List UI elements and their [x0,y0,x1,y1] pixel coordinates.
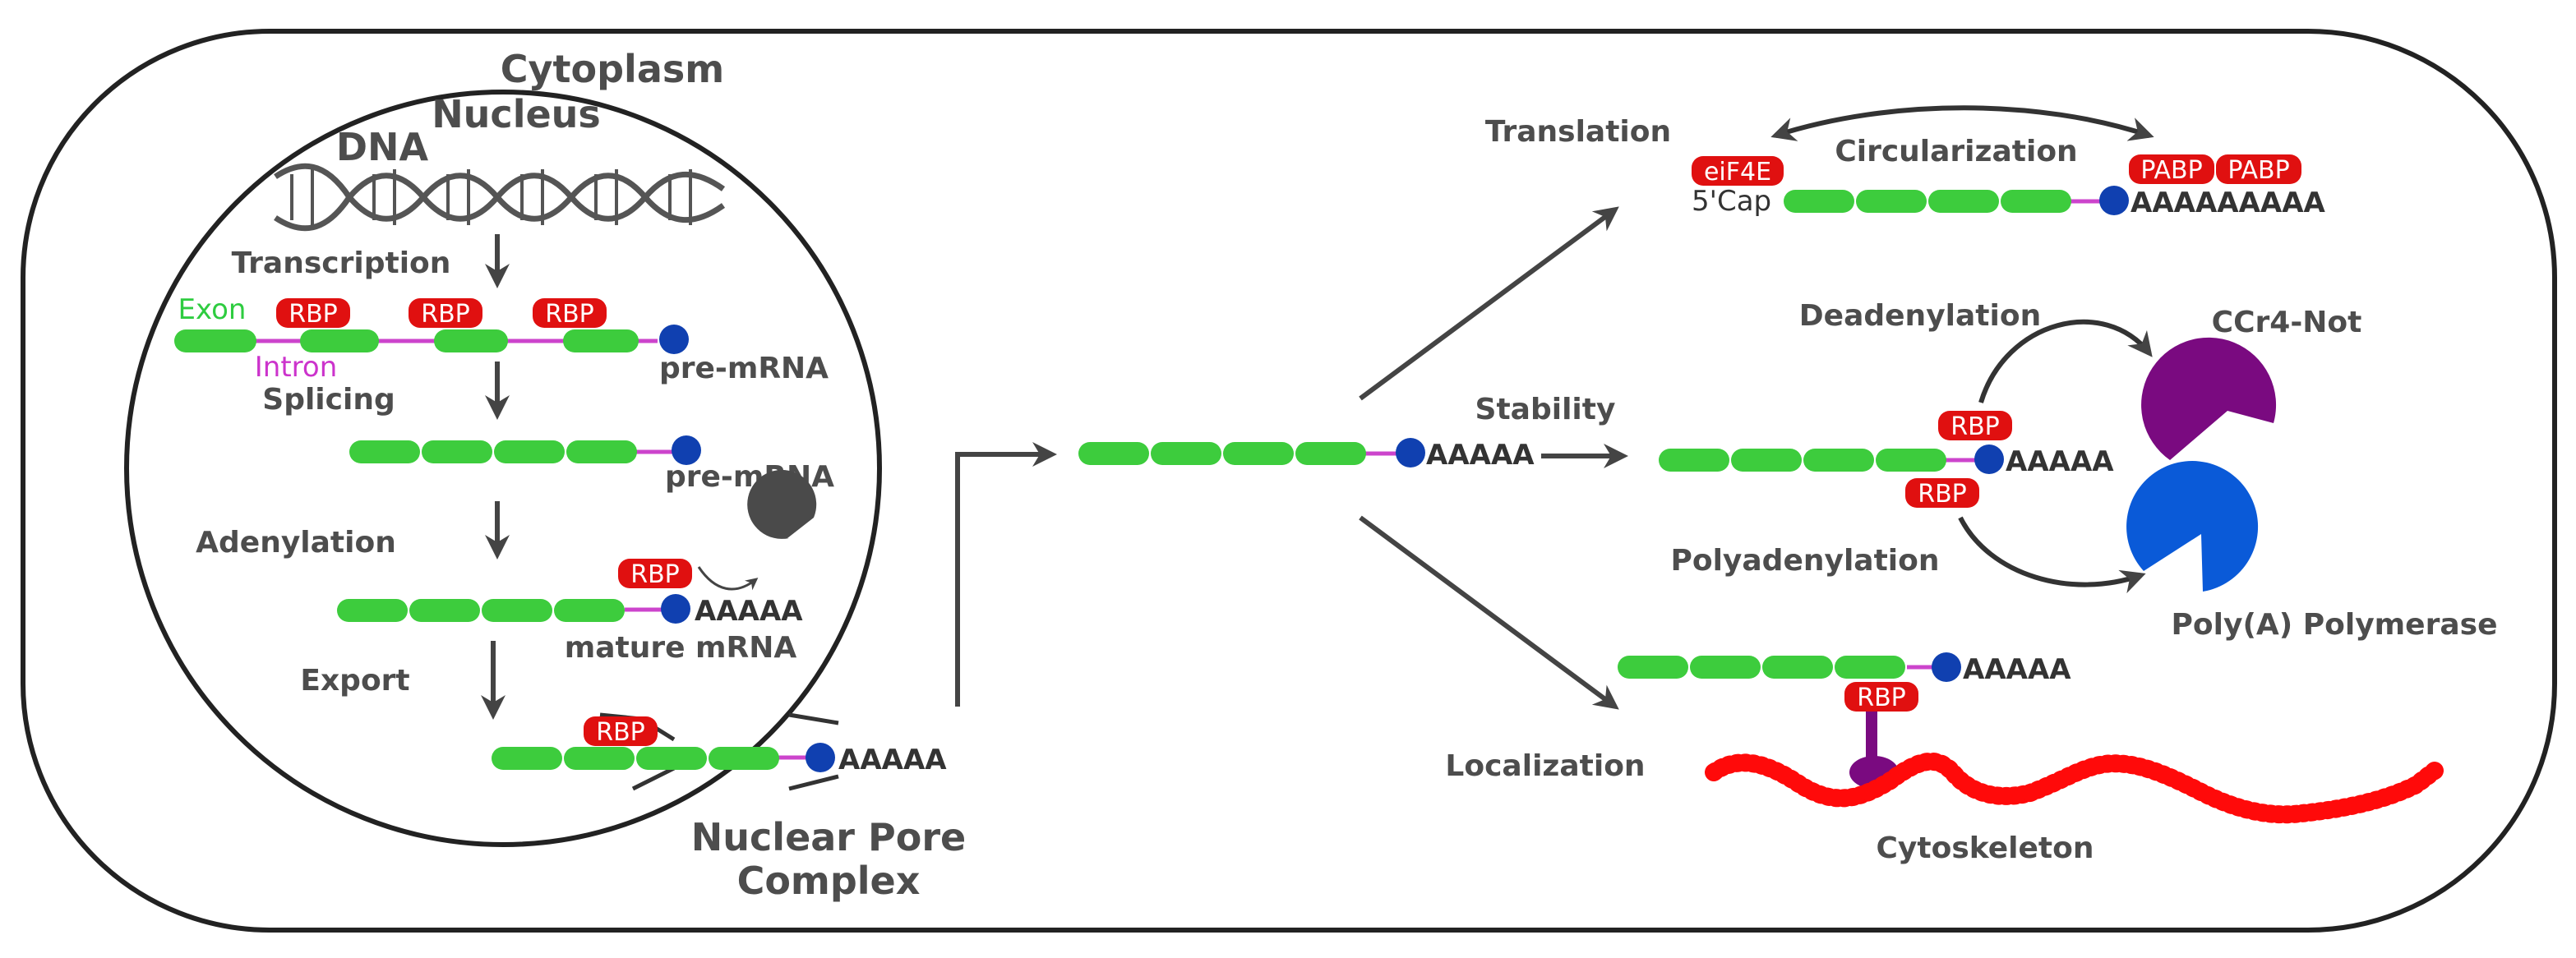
rbp-badge: RBP [1844,682,1918,712]
cytoplasmic-mrna [1078,438,1425,467]
adenylation-label: Adenylation [196,526,396,560]
poly-a-tail: AAAAA [695,595,803,628]
curved-arrow [697,566,759,591]
mature-mrna [337,594,690,624]
polyadenylation-arrow [1958,516,2146,594]
poly-a-tail: AAAAA [838,744,947,776]
rbp-badge: RBP [276,298,350,329]
deadenylation-arrow [1978,319,2153,403]
mature-mrna-label: mature mRNA [565,631,797,665]
rbp-badge: RBP [533,298,607,329]
poly-a-polymerase-icon [2126,461,2259,592]
dna-label: DNA [336,125,429,169]
cap-icon [659,325,689,354]
rbp-badge: RBP [618,559,692,589]
translation-label: Translation [1485,115,1671,149]
nuclear-pore-label: Nuclear Pore [691,815,966,859]
localization-label: Localization [1445,749,1645,783]
exon-label: Exon [178,293,247,326]
svg-text:RBP: RBP [1918,480,1967,509]
poly-a-polymerase-label: Poly(A) Polymerase [2172,608,2498,642]
circularization-arrow [1770,105,2154,141]
rbp-badge: RBP [1905,478,1979,509]
deadenylation-label: Deadenylation [1799,299,2041,333]
exported-mrna [492,743,835,772]
svg-text:RBP: RBP [1857,684,1906,712]
translating-mrna [1784,186,2129,215]
svg-text:RBP: RBP [1950,412,2000,441]
rbp-badge: RBP [584,716,658,747]
localization-arrow [1359,515,1619,710]
cap-icon [2099,186,2129,215]
motor-linker [1866,708,1877,766]
svg-text:RBP: RBP [596,718,645,747]
nucleus-label: Nucleus [432,92,601,136]
pabp-badge: PABP [2129,154,2214,185]
transcription-label: Transcription [232,246,451,280]
polyadenylation-label: Polyadenylation [1670,544,1939,578]
stability-mrna [1659,444,2004,474]
cytoskeleton-filament-core [1708,755,2440,821]
svg-text:RBP: RBP [421,300,470,329]
cap-label: 5'Cap [1692,185,1771,218]
svg-text:RBP: RBP [545,300,594,329]
svg-text:PABP: PABP [2140,156,2202,185]
cap-icon [672,435,701,465]
cell-membrane [21,29,2557,933]
svg-text:PABP: PABP [2227,156,2289,185]
localized-mrna [1618,652,1961,682]
rbp-badge: RBP [409,298,482,329]
svg-text:RBP: RBP [289,300,338,329]
intron-label: Intron [255,351,338,384]
ccr4-not-icon [2141,337,2277,460]
cap-icon [1932,652,1961,682]
cap-icon [661,594,690,624]
eif4e-badge: eiF4E [1692,156,1784,187]
cytoplasm-label: Cytoplasm [501,47,724,91]
rbp-badge: RBP [1938,411,2012,441]
poly-a-tail: AAAAA [2006,445,2114,478]
poly-a-tail: AAAAA [1426,439,1535,472]
pre-mrna-label: pre-mRNA [659,352,829,385]
nuclear-pore-label-2: Complex [737,859,921,903]
ccr4-not-label: CCr4-Not [2212,306,2362,339]
polymerase-icon [747,469,817,539]
circularization-label: Circularization [1835,135,2077,168]
translation-arrow [1359,206,1619,401]
cap-icon [1396,438,1425,467]
pabp-badge: PABP [2216,154,2301,185]
poly-a-tail-long: AAAAAAAAA [2131,187,2326,219]
pre-mrna-with-introns [174,325,689,354]
nucleus-membrane [124,90,882,847]
dna-helix-icon [274,163,726,232]
spliced-pre-mrna [349,435,701,465]
cytoplasm-entry-arrow [955,442,1057,707]
export-label: Export [300,664,409,698]
stability-label: Stability [1475,393,1616,426]
cytoskeleton-label: Cytoskeleton [1877,831,2094,865]
poly-a-tail: AAAAA [1963,653,2071,686]
splicing-label: Splicing [262,383,395,417]
svg-text:eiF4E: eiF4E [1704,158,1771,187]
cap-icon [1974,444,2004,474]
cap-icon [806,743,835,772]
svg-text:RBP: RBP [630,560,680,589]
